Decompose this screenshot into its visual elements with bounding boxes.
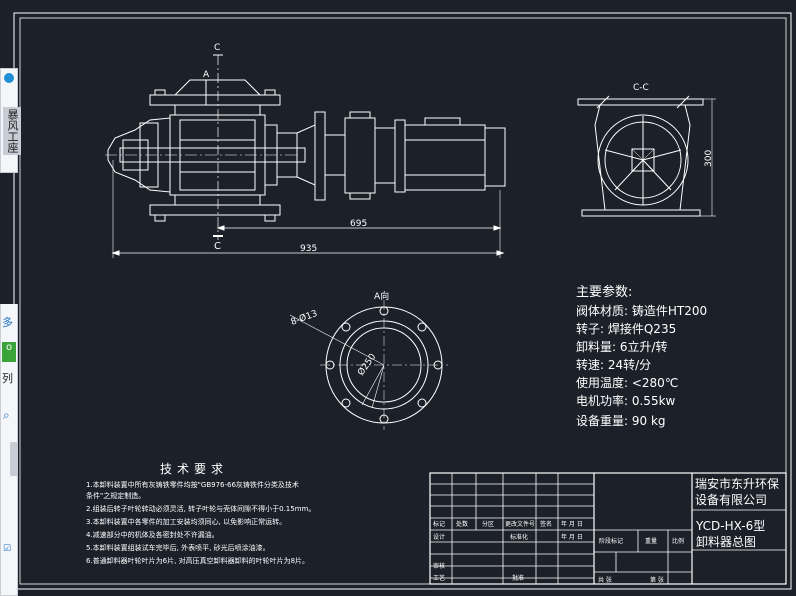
tech-line: 1.本卸料装置中所有灰铸铁零件均按"GB976-66灰铸铁件分类及技术 [86, 480, 299, 489]
left-side-panel: 多 o 列 ⌕ ☑ [0, 304, 18, 596]
more-link[interactable]: 多 [2, 316, 13, 329]
tb-date-2: 年 月 日 [561, 533, 583, 541]
tech-line: 6.普通卸料器叶轮叶片为6片, 对高压真空卸料器卸料的叶轮叶片为8片。 [86, 556, 309, 565]
left-tab-panel[interactable]: 暴风工座 [0, 68, 21, 173]
tech-line: 5.本卸料装置组装试车完毕后, 外表喷平, 砂光后喷涂油漆。 [86, 543, 270, 552]
tb-scale: 比例 [672, 537, 684, 545]
tech-title: 技术要求 [160, 462, 228, 476]
param-line: 使用温度: <280℃ [576, 375, 678, 390]
view-a-arrow-label: A [203, 70, 210, 80]
main-parameters: 主要参数: 阀体材质: 铸造件HT200 转子: 焊接件Q235 卸料量: 6立… [576, 284, 707, 428]
tb-stage: 阶段标记 [599, 537, 623, 545]
tb-weight: 重量 [645, 537, 657, 545]
view-a-flange [289, 300, 448, 430]
tb-sheet: 第 张 [650, 576, 664, 584]
section-cc-title: C-C [633, 83, 649, 93]
green-app-button[interactable]: o [2, 342, 16, 362]
tech-line: 4.减速部分中的机体及各密封处不许漏油。 [86, 530, 219, 539]
dimension-935: 935 [300, 244, 317, 254]
dimension-695: 695 [350, 219, 367, 229]
tb-sign: 签名 [540, 520, 552, 528]
params-title: 主要参数: [576, 284, 632, 300]
param-line: 转子: 焊接件Q235 [576, 321, 676, 336]
tb-std: 标准化 [510, 533, 528, 541]
inner-frame [19, 17, 787, 585]
drawing-name: 卸料器总图 [696, 534, 756, 549]
scrollbar-thumb[interactable] [10, 442, 18, 476]
view-a-title: A向 [374, 290, 389, 302]
close-icon[interactable] [4, 73, 14, 83]
title-block-text: 瑞安市东升环保 设备有限公司 YCD-HX-6型 卸料器总图 标记 处数 分区 … [433, 476, 779, 584]
tech-line: 3.本卸料装置中各零件的加工安装均须同心, 以免影响正常运转。 [86, 517, 286, 526]
outer-frame [13, 12, 792, 590]
tech-line: 条件"之规定制造。 [86, 491, 145, 500]
param-line: 卸料量: 6立升/转 [576, 339, 668, 354]
tb-total: 共 张 [598, 576, 612, 584]
tb-date: 年 月 日 [561, 520, 583, 528]
tech-line: 2.组装后转子叶轮转动必须灵活, 转子叶轮与壳体间隙不得小于0.15mm。 [86, 504, 315, 513]
param-line: 阀体材质: 铸造件HT200 [576, 303, 707, 318]
section-cc-view [577, 95, 716, 217]
param-line: 电机功率: 0.55kw [576, 393, 676, 408]
tb-design: 设计 [433, 533, 445, 541]
technical-requirements: 技术要求 1.本卸料装置中所有灰铸铁零件均按"GB976-66灰铸铁件分类及技术… [86, 462, 315, 565]
print-label[interactable]: 列 [2, 372, 13, 385]
tb-review: 审核 [433, 562, 445, 570]
section-c-top-label: C [214, 43, 220, 53]
tab-label[interactable]: 暴风工座 [3, 107, 21, 155]
search-icon[interactable]: ⌕ [3, 408, 10, 422]
tb-zone: 分区 [482, 520, 494, 528]
company-name-line2: 设备有限公司 [695, 493, 767, 507]
param-line: 转速: 24转/分 [576, 357, 651, 372]
tb-change: 更改文件号 [505, 520, 535, 528]
company-name-line1: 瑞安市东升环保 [695, 476, 779, 491]
dimension-300: 300 [704, 150, 714, 167]
checkbox-icon[interactable]: ☑ [3, 544, 12, 554]
drawing-model: YCD-HX-6型 [695, 519, 765, 533]
section-c-bottom-label: C [214, 241, 221, 252]
tb-mark: 标记 [433, 520, 445, 528]
param-line: 设备重量: 90 kg [576, 414, 666, 428]
tb-process: 工艺 [433, 574, 445, 582]
side-view [105, 54, 506, 258]
tb-count: 处数 [456, 520, 468, 528]
title-block [429, 472, 787, 585]
tb-approve: 批准 [512, 574, 524, 582]
